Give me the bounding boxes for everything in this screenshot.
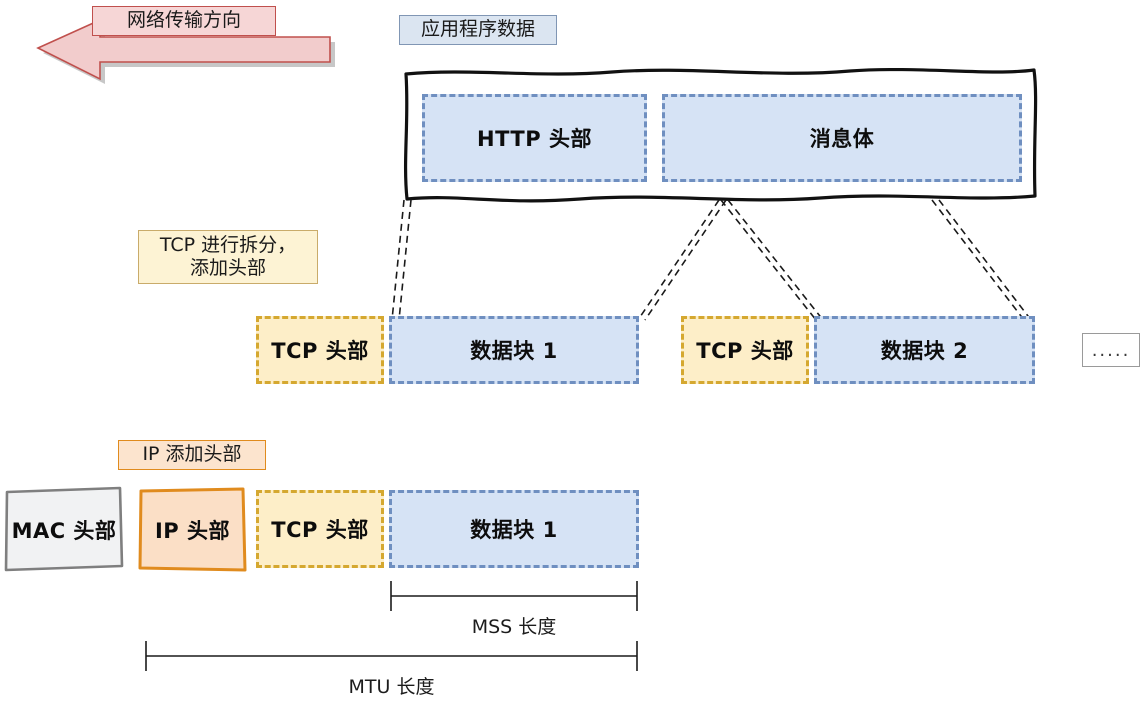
field-tcp-header-segment-1: TCP 头部 [256,316,384,384]
field-more-segments-ellipsis: ..... [1082,333,1140,367]
field-tcp-header-frame: TCP 头部 [256,490,384,568]
connector-line [398,199,412,321]
connector-line [938,199,1032,321]
connector-line [391,199,405,321]
field-data-block-2-transport: 数据块 2 [814,316,1035,384]
measurement-label-mtu: MTU 长度 [348,676,435,698]
field-mac-header: MAC 头部 [11,519,117,543]
connector-line [644,199,727,321]
connector-line [931,199,1025,321]
field-http-header: HTTP 头部 [422,94,647,182]
label-ip-add-header: IP 添加头部 [118,440,266,470]
field-data-block-1-transport: 数据块 1 [389,316,639,384]
label-application-data: 应用程序数据 [399,15,557,45]
field-tcp-header-segment-2: TCP 头部 [681,316,809,384]
connector-line [637,199,720,321]
field-ip-header: IP 头部 [154,519,230,543]
field-message-body: 消息体 [662,94,1022,182]
connector-line [720,199,817,321]
label-tcp-segmentation: TCP 进行拆分， 添加头部 [138,230,318,284]
label-transmission-direction: 网络传输方向 [92,6,276,36]
measurement-label-mss: MSS 长度 [471,616,557,638]
connector-line [727,199,824,321]
field-data-block-1-frame: 数据块 1 [389,490,639,568]
